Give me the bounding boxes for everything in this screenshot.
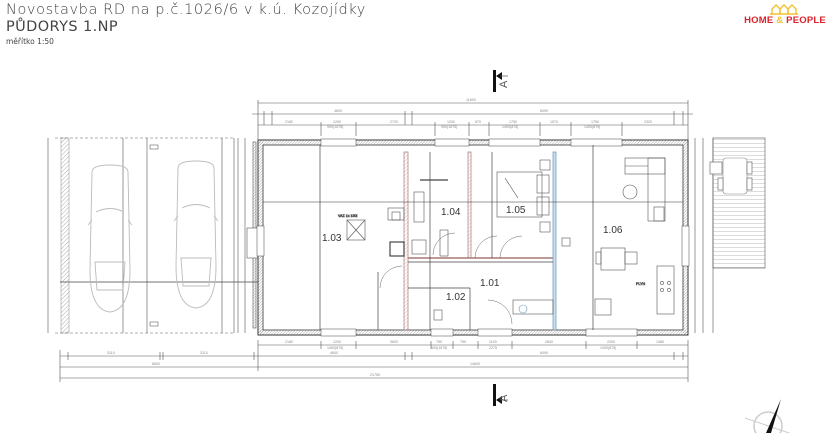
room-1.05-bed [496,159,551,233]
room-label-1.06: 1.06 [603,225,623,236]
logo-people: PEOPLE [786,15,826,26]
room-1.02-fixtures [433,299,554,321]
top-dimensions [252,100,693,140]
svg-text:1200: 1200 [333,120,341,124]
svg-text:1750: 1750 [509,120,517,124]
project-title: Novostavba RD na p.č.1026/6 v k.ú. Kozoj… [6,2,366,18]
scale-label: měřítko 1:50 [6,37,54,46]
car-icon [173,160,219,309]
svg-text:14600: 14600 [470,362,480,366]
svg-text:2180: 2180 [285,120,293,124]
svg-text:900(1675): 900(1675) [327,125,343,129]
svg-text:1750: 1750 [591,120,599,124]
terrace [694,137,766,333]
title-block: Novostavba RD na p.č.1026/6 v k.ú. Kozoj… [6,2,366,46]
parking-area [47,137,258,334]
svg-text:2180: 2180 [285,340,293,344]
room-labels: 1.01 1.02 1.03 1.04 1.05 1.06 [322,205,623,303]
section-label-bottom: A [498,394,510,402]
svg-text:1570: 1570 [550,120,558,124]
section-mark-top: A [493,70,510,92]
house-walls [256,138,690,337]
room-label-1.01: 1.01 [480,278,500,289]
svg-text:900(1675): 900(1675) [441,125,457,129]
svg-text:3110: 3110 [107,351,115,355]
interior-walls [263,145,683,331]
svg-text:2320: 2320 [644,120,652,124]
svg-text:6090: 6090 [540,351,548,355]
room-label-1.05: 1.05 [506,205,526,216]
svg-text:6600: 6600 [152,362,160,366]
svg-text:1100: 1100 [489,340,497,344]
svg-text:6090: 6090 [540,109,548,113]
logo-amp: & [776,15,784,26]
gas-note: PLYN [636,282,646,286]
svg-text:2275: 2275 [489,346,497,350]
room-label-1.03: 1.03 [322,233,342,244]
svg-text:3600: 3600 [390,340,398,344]
svg-text:2840: 2840 [545,340,553,344]
svg-text:21750: 21750 [370,373,380,377]
svg-text:3110: 3110 [200,351,208,355]
svg-text:1200: 1200 [333,340,341,344]
svg-text:1400(875): 1400(875) [584,125,600,129]
svg-text:750: 750 [460,340,466,344]
entrance-strip [237,138,259,333]
door-swings [379,232,523,325]
svg-text:2720: 2720 [390,120,398,124]
svg-text:1400(875): 1400(875) [327,346,343,350]
drawing-title: PŮDORYS 1.NP [6,19,118,35]
crown-houses-icon [770,4,798,15]
svg-text:1480: 1480 [656,340,664,344]
room-label-1.02: 1.02 [446,292,466,303]
room-1.04-fixtures [411,191,449,257]
svg-text:600(1675): 600(1675) [431,346,447,350]
boiler-note: VAZ 1x 150l [338,214,358,218]
top-dimension-labels: 11600 4600 6090 2180 1200 2720 1200 870 … [285,98,652,129]
svg-text:870: 870 [475,120,481,124]
brand-logo: HOME & PEOPLE [742,4,828,30]
car-icon [87,164,133,313]
svg-text:2200: 2200 [607,340,615,344]
section-label-top: A [498,80,510,88]
room-label-1.04: 1.04 [441,207,461,218]
north-arrow-icon [744,399,791,433]
room-1.06-furniture: PLYN [561,157,675,316]
logo-home: HOME [744,15,774,26]
bottom-dimensions [59,340,689,382]
svg-text:1200: 1200 [447,120,455,124]
svg-text:750: 750 [436,340,442,344]
room-1.03-fixtures: VAZ 1x 150l [338,207,405,257]
section-mark-bottom: A [493,384,510,406]
svg-text:4600: 4600 [330,351,338,355]
svg-text:1400(875): 1400(875) [600,346,616,350]
svg-text:4600: 4600 [334,109,342,113]
svg-text:1400(875): 1400(875) [502,125,518,129]
bottom-dimension-labels: 2180 1200 3600 750 750 1100 2840 2200 14… [107,340,664,377]
svg-text:11600: 11600 [466,98,476,102]
